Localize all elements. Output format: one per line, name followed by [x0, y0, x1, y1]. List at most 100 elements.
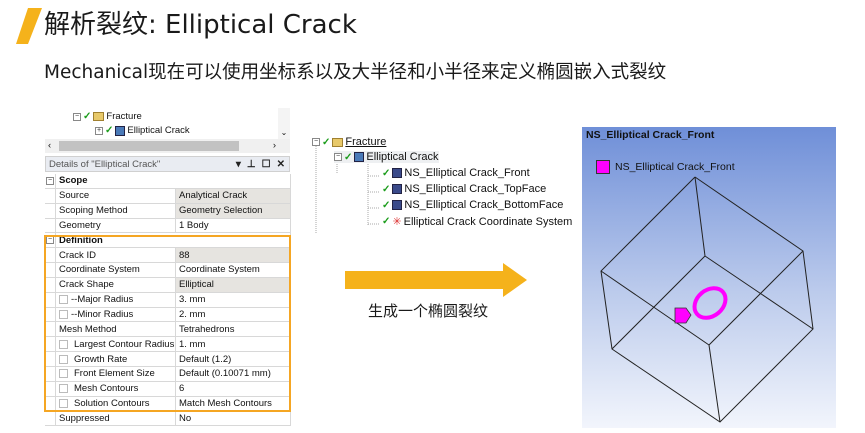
- scrollbar-thumb[interactable]: [59, 141, 239, 151]
- section-label: Scope: [55, 174, 291, 188]
- parameter-checkbox[interactable]: [59, 384, 68, 394]
- parameter-checkbox[interactable]: [59, 399, 68, 409]
- named-selection-icon: [392, 184, 403, 194]
- property-value[interactable]: 2. mm: [176, 307, 291, 322]
- collapse-icon[interactable]: −: [334, 153, 342, 161]
- tree-item-fracture[interactable]: − ✓ Fracture: [312, 136, 386, 148]
- tree-item-fracture[interactable]: − ✓ Fracture: [73, 111, 142, 122]
- tree-item-coordinate-system[interactable]: ✓ ✳ Elliptical Crack Coordinate System: [382, 215, 573, 229]
- viewport-legend: NS_Elliptical Crack_Front: [596, 160, 735, 174]
- fracture-folder-icon: [332, 137, 344, 147]
- section-label: Definition: [55, 233, 291, 248]
- property-key: Front Element Size: [74, 368, 155, 380]
- tree-item-ns-bottomface[interactable]: ✓ NS_Elliptical Crack_BottomFace: [382, 199, 563, 211]
- coordinate-system-icon: ✳: [392, 216, 402, 228]
- check-icon: ✓: [382, 216, 391, 227]
- scroll-down-icon[interactable]: ⌄: [280, 128, 288, 137]
- crack-icon: [115, 125, 126, 136]
- maximize-icon[interactable]: ☐: [261, 158, 271, 170]
- collapse-icon[interactable]: −: [46, 176, 54, 185]
- property-key: --Major Radius: [71, 294, 134, 306]
- scroll-right-icon[interactable]: ›: [272, 140, 276, 151]
- result-outline-tree: − ✓ Fracture − ✓ Elliptical Crack ✓ NS_E…: [308, 134, 580, 234]
- property-value[interactable]: Coordinate System: [176, 263, 291, 277]
- property-key: Mesh Method: [55, 322, 176, 337]
- tree-connector-lines: [315, 146, 380, 234]
- property-row[interactable]: Front Element Size Default (0.10071 mm): [45, 366, 291, 382]
- property-key: Source: [55, 188, 176, 203]
- property-value[interactable]: 3. mm: [176, 292, 291, 307]
- collapse-icon[interactable]: −: [73, 112, 81, 121]
- collapse-icon[interactable]: −: [312, 138, 320, 146]
- check-icon: ✓: [382, 199, 391, 211]
- tree-item-label: NS_Elliptical Crack_BottomFace: [404, 199, 564, 211]
- arrow-label: 生成一个椭圆裂纹: [368, 302, 489, 320]
- scroll-left-icon[interactable]: ‹: [48, 140, 52, 151]
- property-value[interactable]: Tetrahedrons: [176, 322, 291, 337]
- property-key: Solution Contours: [74, 398, 150, 410]
- parameter-checkbox[interactable]: [59, 295, 68, 305]
- property-key: Scoping Method: [55, 203, 176, 218]
- property-value[interactable]: Geometry Selection: [176, 203, 291, 218]
- tree-item-label: NS_Elliptical Crack_TopFace: [404, 183, 547, 195]
- property-row[interactable]: Solution Contours Match Mesh Contours: [45, 396, 291, 412]
- tree-item-label: NS_Elliptical Crack_Front: [404, 167, 530, 179]
- page-subtitle: Mechanical现在可以使用坐标系以及大半径和小半径来定义椭圆嵌入式裂纹: [44, 62, 667, 83]
- pin-icon[interactable]: ⊥: [246, 158, 256, 170]
- expand-icon[interactable]: +: [95, 126, 103, 135]
- property-value[interactable]: 1 Body: [176, 218, 291, 233]
- check-icon: ✓: [382, 183, 391, 195]
- property-row[interactable]: --Minor Radius 2. mm: [45, 307, 291, 323]
- property-value[interactable]: Default (1.2): [176, 352, 291, 366]
- collapse-icon[interactable]: −: [46, 236, 54, 245]
- dropdown-icon[interactable]: ▾: [235, 158, 241, 170]
- property-value[interactable]: Match Mesh Contours: [176, 396, 291, 411]
- property-value[interactable]: No: [176, 411, 291, 426]
- property-value[interactable]: 88: [176, 248, 291, 263]
- check-icon: ✓: [322, 136, 331, 148]
- title-accent-slash: [16, 8, 42, 44]
- viewport-title: NS_Elliptical Crack_Front: [586, 129, 715, 141]
- tree-item-ns-topface[interactable]: ✓ NS_Elliptical Crack_TopFace: [382, 183, 546, 195]
- property-value[interactable]: Elliptical: [176, 277, 291, 292]
- tree-item-elliptical-crack[interactable]: + ✓ Elliptical Crack: [95, 125, 190, 136]
- check-icon: ✓: [105, 125, 114, 136]
- property-key: Crack ID: [55, 248, 176, 263]
- property-value[interactable]: Default (0.10071 mm): [176, 366, 291, 381]
- parameter-checkbox[interactable]: [59, 339, 68, 349]
- parameter-checkbox[interactable]: [59, 310, 68, 320]
- tree-item-elliptical-crack[interactable]: − ✓ Elliptical Crack: [334, 151, 439, 163]
- parameter-checkbox[interactable]: [59, 369, 68, 379]
- crack-icon: [354, 152, 365, 162]
- property-value[interactable]: 6: [176, 381, 291, 396]
- tree-item-label: Elliptical Crack Coordinate System: [403, 215, 573, 228]
- property-value[interactable]: 1. mm: [176, 337, 291, 352]
- vertical-scrollbar[interactable]: ⌄: [278, 108, 290, 139]
- property-value[interactable]: Analytical Crack: [176, 188, 291, 203]
- close-icon[interactable]: ✕: [276, 158, 285, 170]
- property-row[interactable]: --Major Radius 3. mm: [45, 292, 291, 308]
- horizontal-scrollbar[interactable]: ‹ ›: [45, 139, 290, 153]
- fracture-folder-icon: [93, 112, 105, 121]
- property-key: --Minor Radius: [71, 309, 134, 321]
- graphics-viewport[interactable]: NS_Elliptical Crack_Front NS_Elliptical …: [582, 127, 836, 428]
- section-definition[interactable]: −Definition: [45, 233, 291, 249]
- section-scope[interactable]: −Scope: [45, 174, 291, 189]
- tree-item-ns-front[interactable]: ✓ NS_Elliptical Crack_Front: [382, 167, 530, 179]
- parameter-checkbox[interactable]: [59, 354, 68, 364]
- check-icon: ✓: [382, 167, 391, 179]
- property-key: Largest Contour Radius: [74, 338, 175, 350]
- legend-label: NS_Elliptical Crack_Front: [615, 161, 735, 173]
